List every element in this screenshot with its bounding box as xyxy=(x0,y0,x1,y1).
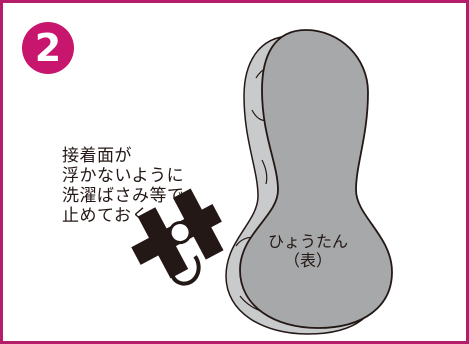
gourd-front-piece xyxy=(239,29,393,329)
gourd-label: ひょうたん （表） xyxy=(252,232,364,270)
glue-line xyxy=(261,159,268,185)
step-badge xyxy=(22,22,74,74)
clothespin-icon xyxy=(131,188,224,286)
gourd-label-side: （表） xyxy=(283,251,332,270)
instruction-text: 接着面が 浮かないように 洗濯ばさみ等で 止めておく xyxy=(62,146,185,226)
gourd-label-name: ひょうたん xyxy=(267,232,348,251)
step-number: 2 xyxy=(34,26,62,70)
